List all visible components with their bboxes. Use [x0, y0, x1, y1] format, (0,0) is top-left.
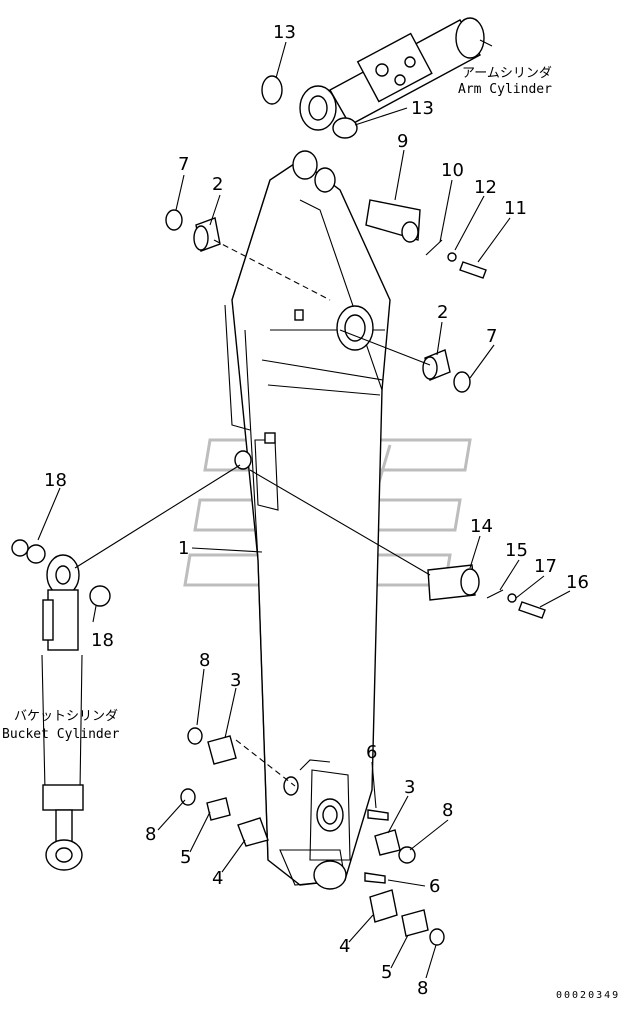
- callout-5-left: 5: [180, 847, 191, 868]
- callout-9: 9: [397, 131, 408, 152]
- leader-lines: [37, 41, 571, 979]
- callout-6-upper: 6: [366, 742, 377, 763]
- bucket-cylinder-caption-jp: バケットシリンダ: [14, 709, 118, 724]
- callout-4-bottom: 4: [339, 936, 350, 957]
- callout-8-upper: 8: [199, 650, 210, 671]
- callout-3-right: 3: [404, 777, 415, 798]
- arm-cylinder: [299, 17, 493, 131]
- callout-16: 16: [566, 572, 589, 593]
- callout-numbers: 13 13 7 2 9 10 12 11 2 7 18 1 14 15 17 1…: [44, 22, 589, 999]
- callout-1: 1: [178, 538, 189, 559]
- callout-7-top: 7: [178, 154, 189, 175]
- callout-3-left: 3: [230, 670, 241, 691]
- callout-17: 17: [534, 556, 557, 577]
- drawing-code: 00020349: [556, 990, 620, 1001]
- bucket-cylinder: [41, 554, 84, 871]
- callout-2-right: 2: [437, 302, 448, 323]
- callout-8-left: 8: [145, 824, 156, 845]
- callout-8-right: 8: [442, 800, 453, 821]
- arm-cylinder-caption-en: Arm Cylinder: [458, 82, 552, 97]
- callout-7-right: 7: [486, 326, 497, 347]
- callout-6-lower: 6: [429, 876, 440, 897]
- captions: アームシリンダ Arm Cylinder バケットシリンダ Bucket Cyl…: [2, 66, 620, 1001]
- callout-8-bottom: 8: [417, 978, 428, 999]
- callout-11: 11: [504, 198, 527, 219]
- callout-18-top: 18: [44, 470, 67, 491]
- bucket-cylinder-caption-en: Bucket Cylinder: [2, 727, 120, 742]
- callout-15: 15: [505, 540, 528, 561]
- arm-cylinder-caption-jp: アームシリンダ: [462, 66, 552, 81]
- callout-14: 14: [470, 516, 493, 537]
- callout-13-mid: 13: [411, 98, 434, 119]
- arm-body: [224, 150, 391, 890]
- callout-13-top: 13: [273, 22, 296, 43]
- callout-4-left: 4: [212, 868, 223, 889]
- callout-2-top: 2: [212, 174, 223, 195]
- small-parts: [11, 75, 546, 946]
- callout-5-bottom: 5: [381, 962, 392, 983]
- callout-18-bottom: 18: [91, 630, 114, 651]
- callout-10: 10: [441, 160, 464, 181]
- callout-12: 12: [474, 177, 497, 198]
